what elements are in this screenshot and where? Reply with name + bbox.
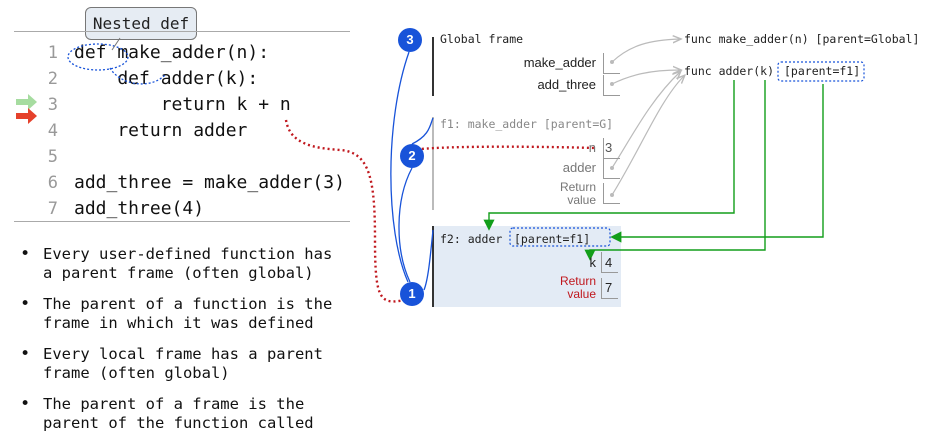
return-n-dotted-link bbox=[284, 119, 406, 303]
nested-def-callout: Nested def bbox=[85, 7, 197, 40]
line-number: 4 bbox=[47, 121, 58, 141]
make-adder-pointer-dot bbox=[610, 60, 614, 64]
bullet-text: The parent of a function is the frame in… bbox=[43, 295, 333, 332]
func-adder-object: func adder(k) bbox=[684, 64, 775, 78]
code-text: return adder bbox=[74, 120, 248, 141]
global-make-adder-cell bbox=[603, 53, 620, 74]
func-make-adder-object: func make_adder(n) [parent=Global] bbox=[684, 32, 920, 46]
f1-return-pointer-dot bbox=[610, 193, 614, 197]
marker-2-down-connector bbox=[398, 167, 413, 283]
code-text: add_three(4) bbox=[74, 198, 205, 219]
code-top-rule bbox=[14, 31, 350, 32]
callout-connector-line bbox=[109, 67, 166, 85]
global-add-three-cell bbox=[603, 75, 620, 96]
code-text: return k + n bbox=[74, 94, 291, 115]
parent-f1-to-f2-arrow bbox=[610, 84, 824, 243]
f1-return-label: Return value bbox=[559, 180, 596, 207]
code-bottom-rule bbox=[14, 221, 350, 222]
line-number: 7 bbox=[47, 199, 58, 219]
f2-var-k: k bbox=[589, 255, 597, 270]
bullet-dot-icon: • bbox=[20, 394, 31, 414]
line-number: 3 bbox=[47, 95, 58, 115]
bullet-dot-icon: • bbox=[20, 294, 31, 314]
f1-var-adder: adder bbox=[562, 160, 596, 175]
f2-return-label: Return value bbox=[559, 274, 596, 301]
bullet-dot-icon: • bbox=[20, 344, 31, 364]
f1-n-value: 3 bbox=[605, 140, 613, 155]
callout-pointer-line bbox=[111, 37, 121, 51]
code-text: def make_adder(n): bbox=[74, 42, 270, 63]
bullet-text: Every user-defined function has a parent… bbox=[43, 245, 333, 282]
f2-frame-parent: [parent=f1] bbox=[514, 232, 591, 246]
code-text: add_three = make_adder(3) bbox=[74, 172, 345, 193]
f1-frame-title: f1: make_adder [parent=G] bbox=[440, 117, 614, 131]
f2-frame-title: f2: adder bbox=[440, 232, 503, 246]
bullet-text: The parent of a frame is the parent of t… bbox=[43, 395, 314, 432]
marker-3-connector bbox=[390, 51, 410, 283]
f1-return-cell bbox=[603, 183, 620, 204]
f1-adder-cell bbox=[603, 158, 620, 179]
callout-highlight-ellipse bbox=[67, 43, 129, 71]
add-three-pointer-dot bbox=[610, 82, 614, 86]
f2-frame-background bbox=[433, 226, 621, 307]
adder-to-f2-arrow bbox=[483, 80, 735, 231]
f2-return-cell bbox=[601, 278, 618, 299]
f1-var-n: n bbox=[588, 140, 596, 155]
f1-return-pointer bbox=[611, 76, 684, 196]
add-three-pointer bbox=[611, 70, 680, 85]
global-var-add-three: add_three bbox=[537, 77, 596, 92]
bullet-text: Every local frame has a parent frame (of… bbox=[43, 345, 323, 382]
adder-parent-highlight bbox=[777, 61, 865, 82]
f2-k-cell bbox=[601, 252, 618, 273]
marker-2: 2 bbox=[400, 144, 424, 168]
line-number: 5 bbox=[47, 147, 58, 167]
marker-1-connector bbox=[423, 229, 434, 291]
f1-n-cell bbox=[603, 138, 620, 159]
f2-return-value: 7 bbox=[605, 280, 613, 295]
global-var-make-adder: make_adder bbox=[523, 55, 596, 70]
f2-parent-highlight bbox=[509, 227, 611, 247]
next-line-arrow-icon bbox=[16, 108, 37, 124]
func-adder-parent: [parent=f1] bbox=[784, 64, 861, 78]
f1-adder-pointer-dot bbox=[610, 166, 614, 170]
adder-k-to-f2-arrow bbox=[584, 80, 766, 261]
f2-k-value: 4 bbox=[605, 255, 613, 270]
global-frame-title: Global frame bbox=[440, 32, 524, 46]
marker-2-connector bbox=[411, 117, 434, 145]
bullet-dot-icon: • bbox=[20, 244, 31, 264]
marker-1: 1 bbox=[400, 282, 424, 306]
line-number: 6 bbox=[47, 173, 58, 193]
line-number: 2 bbox=[47, 69, 58, 89]
marker-3: 3 bbox=[398, 28, 422, 52]
f1-adder-pointer bbox=[611, 72, 680, 169]
line-number: 1 bbox=[47, 43, 58, 63]
previous-line-arrow-icon bbox=[16, 94, 37, 110]
make-adder-pointer bbox=[611, 39, 680, 63]
